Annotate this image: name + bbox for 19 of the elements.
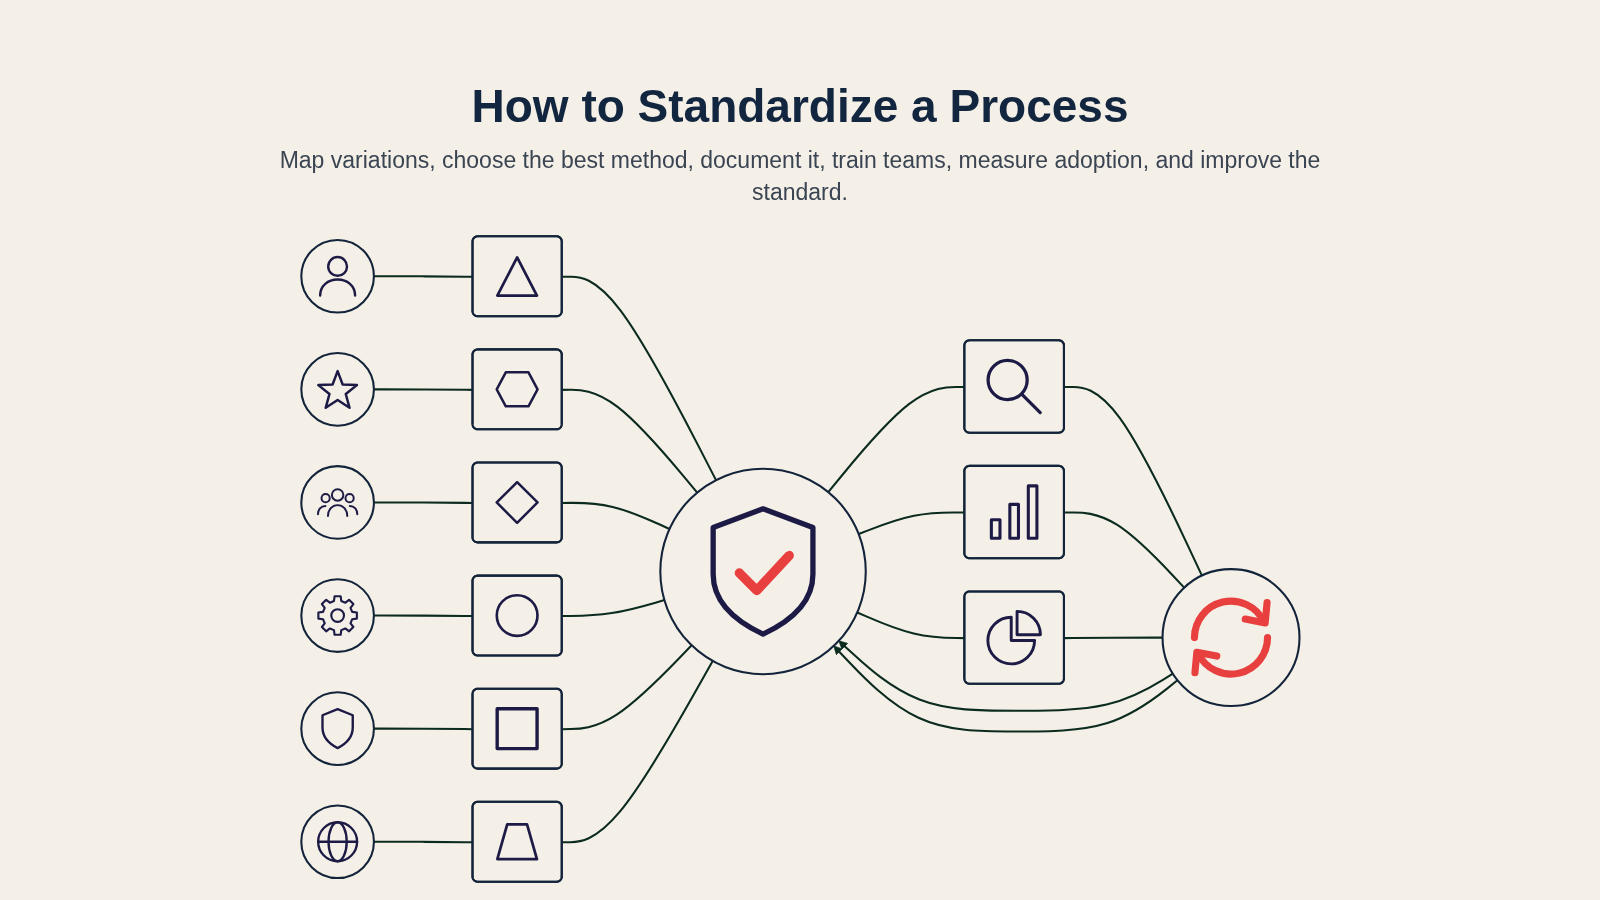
connector-line — [561, 644, 692, 731]
connector-line — [561, 275, 717, 481]
connector-line — [373, 388, 473, 391]
connector-line — [373, 501, 473, 504]
connector-line — [561, 599, 665, 618]
connector-line — [561, 660, 714, 844]
connector-line — [561, 501, 670, 530]
connector-line — [373, 840, 473, 844]
connector-line — [561, 388, 698, 494]
arrow — [837, 640, 1173, 712]
connector-line — [1064, 511, 1185, 589]
subtitle: Map variations, choose the best method, document it, train teams, measure adoption, and improve the standard. — [278, 145, 1322, 207]
title: How to Standardize a Process — [471, 80, 1129, 133]
connector-line — [373, 614, 473, 618]
connector-line — [1064, 385, 1203, 577]
arrow — [832, 645, 1178, 733]
connector-line — [373, 727, 473, 731]
connector-line — [373, 275, 473, 278]
connector-line — [1064, 636, 1163, 640]
